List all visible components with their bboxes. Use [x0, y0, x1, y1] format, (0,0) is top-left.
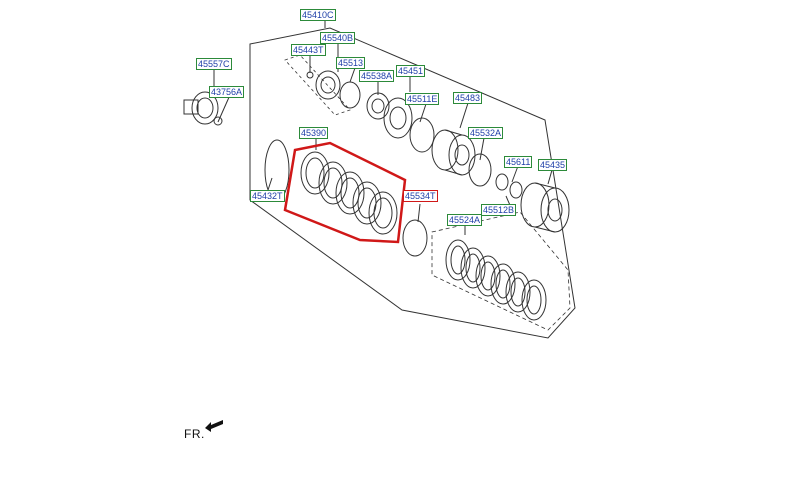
part-label-45443t[interactable]: 45443T — [291, 44, 326, 56]
drum-45435-icon — [520, 182, 570, 233]
part-label-45611[interactable]: 45611 — [504, 156, 533, 168]
inner-outline-top — [284, 54, 351, 116]
part-label-45390[interactable]: 45390 — [299, 127, 329, 139]
part-label-45538a[interactable]: 45538A — [359, 70, 395, 82]
hub-icon — [315, 70, 341, 100]
part-label-43756a[interactable]: 43756A — [209, 86, 245, 98]
part-label-45432t[interactable]: 45432T — [250, 190, 285, 202]
part-label-45483[interactable]: 45483 — [453, 92, 483, 104]
snap-ring-45534t-icon — [402, 219, 428, 257]
part-label-45513[interactable]: 45513 — [336, 57, 366, 69]
part-label-45451[interactable]: 45451 — [396, 65, 426, 77]
front-direction-label: FR. — [184, 427, 205, 441]
seal-ring-icon — [339, 81, 361, 109]
part-label-45410c[interactable]: 45410C — [300, 9, 336, 21]
ring-45611-icon — [495, 173, 509, 191]
part-label-45557c[interactable]: 45557C — [196, 58, 232, 70]
highlight-box — [283, 141, 407, 244]
clutch-pack-45524a-icon — [445, 239, 547, 321]
part-label-45435[interactable]: 45435 — [538, 159, 568, 171]
clutch-pack-45390-icon — [300, 151, 398, 235]
lower-subassembly-outline — [431, 211, 571, 331]
part-label-45511e[interactable]: 45511E — [405, 93, 440, 105]
ring-45512b-icon — [509, 181, 523, 199]
drum-45483-icon — [431, 129, 476, 176]
part-label-45524a[interactable]: 45524A — [447, 214, 483, 226]
front-arrow-icon — [205, 420, 223, 432]
part-label-45512b[interactable]: 45512B — [481, 204, 517, 216]
assembly-outline — [249, 27, 576, 339]
bearing-icon — [366, 92, 390, 120]
ring-45532a-icon — [468, 153, 492, 187]
part-label-45540b[interactable]: 45540B — [320, 32, 356, 44]
snap-ring-icon — [306, 71, 314, 79]
o-ring-icon — [409, 117, 435, 153]
gear-shaft-icon — [183, 91, 223, 126]
part-label-45534t[interactable]: 45534T — [403, 190, 438, 202]
piston-icon — [383, 97, 413, 139]
part-label-45532a[interactable]: 45532A — [468, 127, 504, 139]
